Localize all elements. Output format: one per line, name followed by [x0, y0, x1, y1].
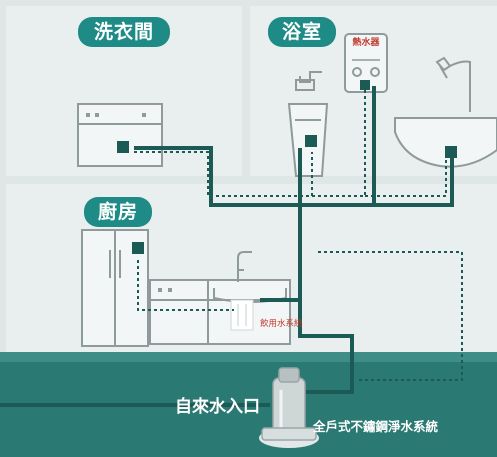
bathroom-basin-icon: [287, 71, 329, 177]
kitchen-counter-icon: [149, 251, 291, 345]
bathtub-outlet-node: [445, 146, 457, 158]
laundry-room-title: 洗衣間: [78, 17, 170, 47]
washing-machine-icon: [77, 103, 163, 167]
outlet-nodes: [117, 80, 457, 254]
whole-house-system-label: 全戶式不鏽鋼淨水系統: [313, 419, 439, 434]
water-inlet-label: 自來水入口: [175, 397, 260, 417]
hot-water-pipes: [134, 86, 463, 381]
basin-outlet-node: [305, 135, 317, 147]
drinking-system-label: 飲用水系統: [260, 319, 303, 329]
laundry-outlet-node: [117, 141, 129, 153]
supply-pipes: [0, 86, 454, 407]
ground-edge: [0, 352, 497, 362]
heater-outlet-node: [360, 80, 370, 90]
shower-bathtub-icon: [394, 56, 497, 168]
water-heater-label: 熱水器: [352, 38, 380, 48]
drinking-filter-icon: [230, 299, 254, 331]
whole-house-filter-icon: [259, 367, 319, 448]
bathroom-title: 浴室: [268, 17, 336, 47]
kitchen-title: 廚房: [84, 197, 152, 227]
fridge-outlet-node: [132, 242, 144, 254]
